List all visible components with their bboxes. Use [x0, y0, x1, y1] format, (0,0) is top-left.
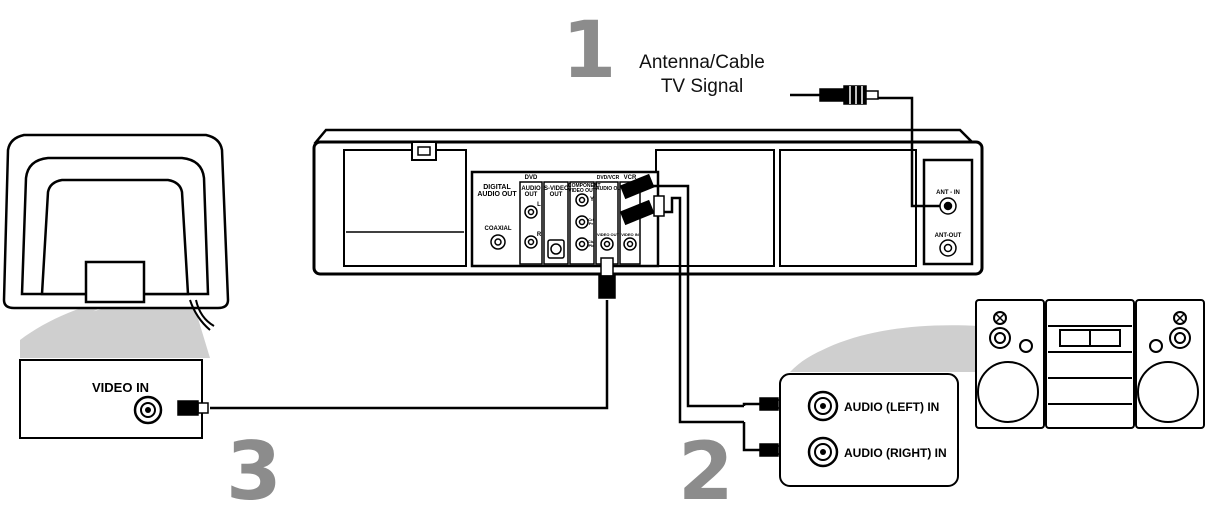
vcr-label: VCR	[623, 175, 637, 181]
audio-out-short-label: AUDIO OUT	[596, 186, 625, 192]
step-number-2: 2	[678, 425, 734, 518]
component-y-jack-icon	[575, 193, 589, 207]
video-in-jack-icon	[133, 395, 163, 425]
digital-audio-out-label: DIGITAL AUDIO OUT	[477, 184, 517, 198]
s-video-out-label: S-VIDEO OUT	[544, 186, 569, 198]
ant-out-jack-icon	[939, 239, 957, 257]
step-number-3: 3	[226, 425, 282, 518]
component-y-label: Y	[589, 197, 594, 203]
s-video-jack-icon	[547, 239, 565, 259]
audio-r-label: R	[536, 232, 542, 238]
dvd-audio-r-jack-icon	[524, 235, 538, 249]
audio-cable-inner	[652, 196, 744, 424]
audio-split-right	[742, 422, 760, 452]
coaxial-jack-icon	[490, 234, 506, 250]
audio-l-label: L	[537, 202, 541, 208]
vcr-video-in-label: VIDEO IN	[621, 232, 639, 237]
coaxial-label: COAXIAL	[484, 226, 512, 232]
antenna-to-ant-in-cable	[878, 96, 940, 208]
vcr-video-in-jack-icon	[623, 237, 637, 251]
component-cb-jack-icon	[575, 215, 589, 229]
tv-rear-icon	[2, 133, 230, 331]
step-number-1: 1	[562, 6, 617, 96]
video-cable	[210, 300, 609, 410]
tv-input-panel	[19, 359, 203, 439]
audio-right-jack-icon	[807, 436, 839, 468]
dvd-audio-l-jack-icon	[524, 205, 538, 219]
cables	[210, 93, 940, 452]
signal-label-line1: Antenna/Cable	[639, 52, 765, 73]
stereo-system-icon	[975, 299, 1205, 429]
rear-jacks	[490, 193, 957, 259]
audio-left-in-label: AUDIO (LEFT) IN	[844, 400, 940, 414]
component-cr-pr-label: Cr/ Pr	[588, 217, 594, 226]
component-video-out-label: COMPONENT VIDEO OUT	[568, 183, 601, 194]
audio-cable-outer	[652, 184, 744, 408]
audio-out-label: AUDIO OUT	[521, 186, 541, 198]
ant-in-label: ANT - IN	[936, 190, 960, 196]
audio-split-left	[742, 402, 760, 406]
dvd-vcr-label: DVD/VCR	[596, 175, 620, 181]
video-out-label: VIDEO OUT	[596, 232, 619, 237]
video-out-jack-icon	[600, 237, 614, 251]
stereo-input-panel	[779, 373, 959, 487]
coax-plug-icon	[819, 85, 879, 105]
ant-out-label: ANT-OUT	[934, 233, 962, 239]
ant-in-jack-icon	[939, 197, 957, 215]
audio-left-jack-icon	[807, 390, 839, 422]
audio-right-in-label: AUDIO (RIGHT) IN	[844, 446, 947, 460]
tv-video-in-label: VIDEO IN	[92, 380, 150, 395]
component-cb-pb-label: Cb/ Pb	[587, 239, 595, 248]
stereo-callout-shadow	[790, 325, 978, 372]
component-cr-jack-icon	[575, 237, 589, 251]
dvd-label: DVD	[524, 175, 538, 181]
signal-label-line2: TV Signal	[660, 76, 744, 97]
